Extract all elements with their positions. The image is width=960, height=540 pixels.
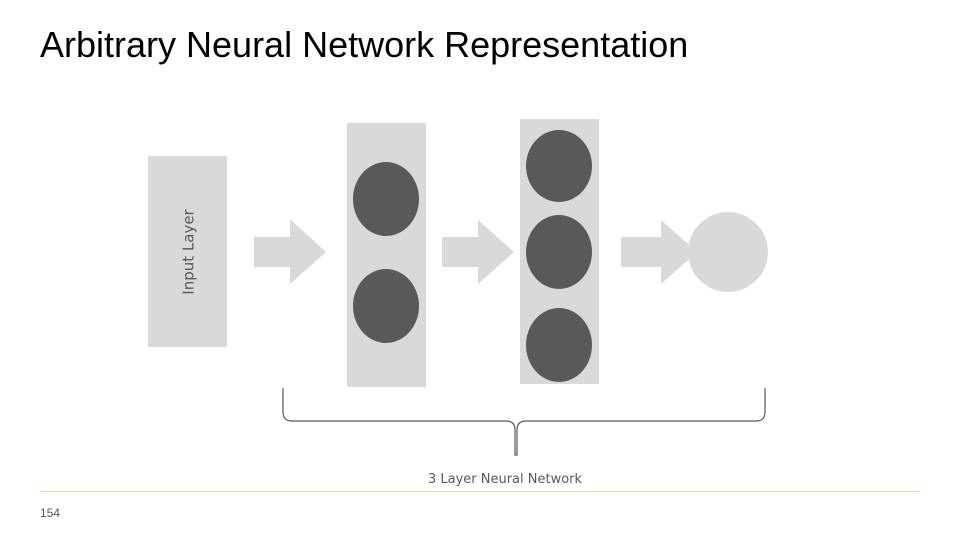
output-neuron bbox=[688, 212, 768, 292]
arrow-hidden1-to-hidden2 bbox=[442, 220, 514, 284]
slide-title: Arbitrary Neural Network Representation bbox=[40, 24, 689, 65]
network-brace bbox=[282, 388, 766, 456]
network-label: 3 Layer Neural Network bbox=[428, 472, 583, 487]
arrow-hidden2-to-output bbox=[621, 220, 697, 284]
input-layer-box bbox=[148, 156, 227, 347]
input-layer-label: Input Layer bbox=[180, 208, 198, 294]
footer-divider bbox=[40, 491, 920, 492]
hidden-layer-1-neuron bbox=[353, 269, 419, 343]
hidden-layer-2-neuron bbox=[526, 308, 592, 382]
hidden-layer-1-neuron bbox=[353, 162, 419, 236]
hidden-layer-2-neuron bbox=[526, 130, 592, 202]
hidden-layer-2-neuron bbox=[526, 215, 592, 289]
arrow-input-to-hidden1 bbox=[254, 219, 326, 284]
page-number: 154 bbox=[40, 506, 61, 520]
